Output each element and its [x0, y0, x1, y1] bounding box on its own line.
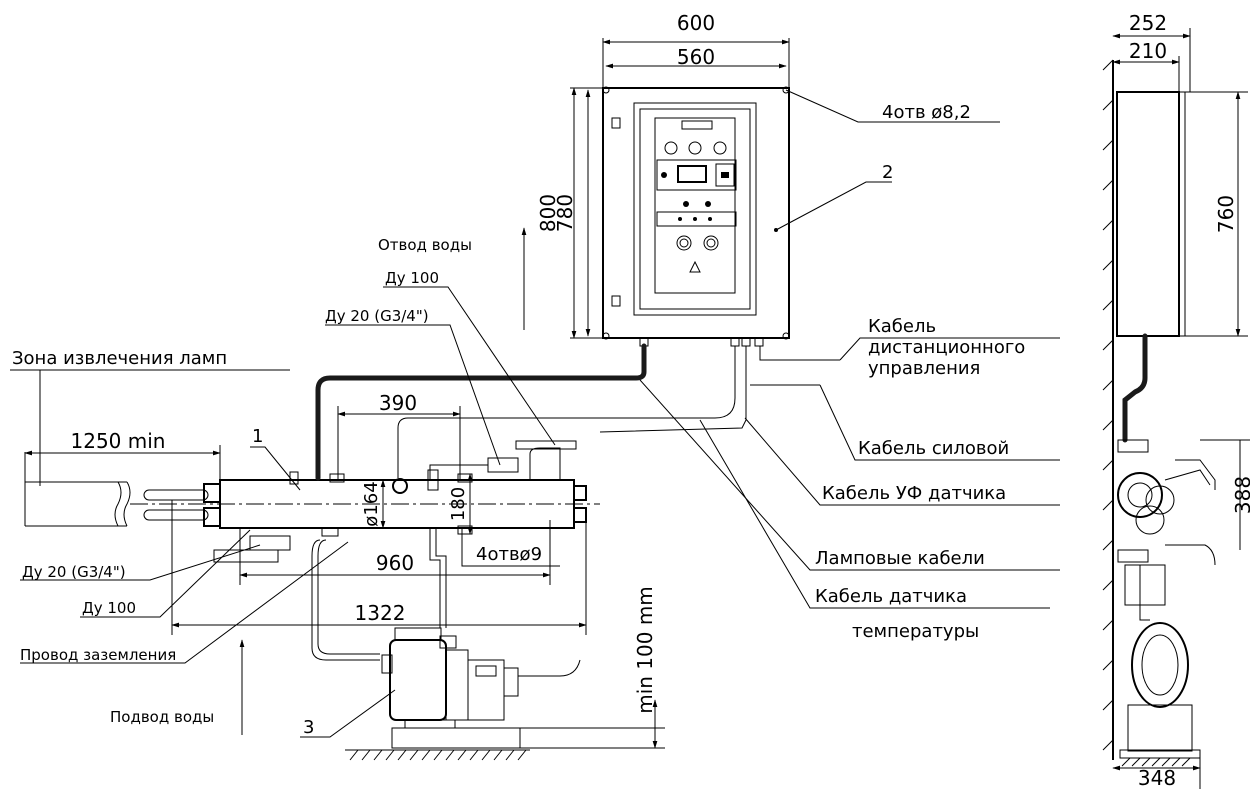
label-du100-top: Ду 100: [385, 269, 439, 287]
dim-560: 560: [677, 45, 715, 69]
label-water-out: Отвод воды: [378, 236, 472, 254]
dim-164: ø164: [361, 481, 382, 526]
uv-reactor: [24, 440, 600, 661]
side-view: [1102, 28, 1250, 789]
label-remote-cable-1: Кабель: [868, 316, 936, 337]
dim-800: 800: [536, 194, 560, 232]
label-uv-cable: Кабель УФ датчика: [822, 483, 1006, 504]
leaders: [10, 227, 1060, 738]
label-pos-3: 3: [303, 717, 314, 738]
label-du20-bottom: Ду 20 (G3/4"): [22, 563, 126, 581]
dim-1250-min: 1250 min: [71, 429, 166, 453]
dim-390: 390: [379, 391, 417, 415]
label-ground-wire: Провод заземления: [20, 646, 176, 664]
dim-760: 760: [1214, 195, 1238, 233]
dim-210: 210: [1129, 39, 1167, 63]
dim-600: 600: [677, 11, 715, 35]
label-remote-cable-2: дистанционного: [868, 337, 1025, 358]
dim-252: 252: [1129, 11, 1167, 35]
label-remote-cable-3: управления: [868, 358, 980, 379]
cables: [315, 343, 840, 481]
reactor-dimensions: [24, 406, 665, 749]
cabinet-dimensions: [570, 38, 1000, 339]
dim-388: 388: [1231, 476, 1250, 514]
label-water-in: Подвод воды: [110, 708, 214, 726]
label-pos-1: 1: [252, 426, 263, 447]
label-temp-cable-1: Кабель датчика: [815, 586, 967, 607]
dim-min-100: min 100 mm: [633, 586, 657, 714]
label-temp-cable-2: температуры: [852, 621, 979, 642]
label-power-cable: Кабель силовой: [858, 438, 1009, 459]
label-du100-bottom: Ду 100: [82, 599, 136, 617]
dim-960: 960: [376, 551, 414, 575]
label-lamp-zone: Зона извлечения ламп: [12, 348, 227, 369]
dim-180: 180: [448, 487, 469, 521]
label-lamp-cables: Ламповые кабели: [815, 548, 985, 569]
dim-1322: 1322: [355, 601, 406, 625]
label-holes-top: 4отв ø8,2: [882, 102, 971, 123]
pump: [345, 627, 581, 761]
dim-348: 348: [1138, 766, 1176, 789]
label-pos-2: 2: [882, 162, 893, 183]
control-cabinet: [602, 86, 790, 347]
dim-780: 780: [553, 194, 577, 232]
label-du20-top: Ду 20 (G3/4"): [325, 307, 429, 325]
label-holes-bottom: 4отвø9: [476, 544, 542, 565]
